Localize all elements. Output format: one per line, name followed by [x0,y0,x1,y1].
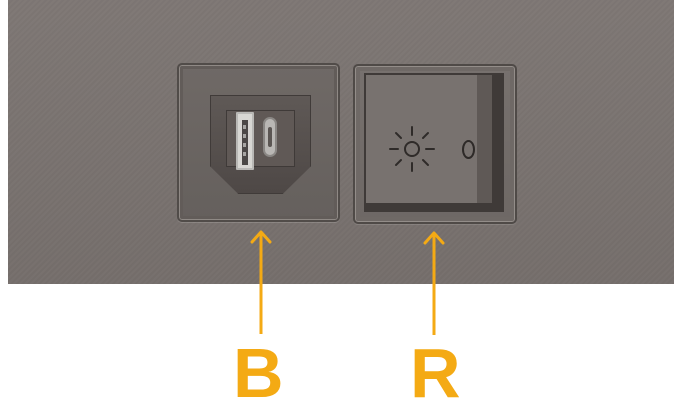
usb-a-port-contact [243,134,246,138]
usb-a-port-contact [243,152,246,156]
label-b: B [233,334,284,408]
arrow-up-icon [250,230,272,334]
off-symbol [462,140,475,159]
usb-a-port-contact [243,143,246,147]
usb-charger-module [177,63,340,222]
usb-c-port-core [268,127,272,147]
arrow-up-icon [423,231,445,335]
wall-panel [8,0,674,284]
usb-a-port-contact [243,125,246,129]
label-r: R [410,334,461,408]
light-switch-module [353,64,517,224]
usb-bezel [210,95,311,194]
usb-a-port-core [242,120,248,165]
usb-c-port[interactable] [263,117,277,157]
sun-icon [389,126,435,172]
light-switch-rocker[interactable] [364,73,504,212]
usb-a-port[interactable] [236,112,254,170]
